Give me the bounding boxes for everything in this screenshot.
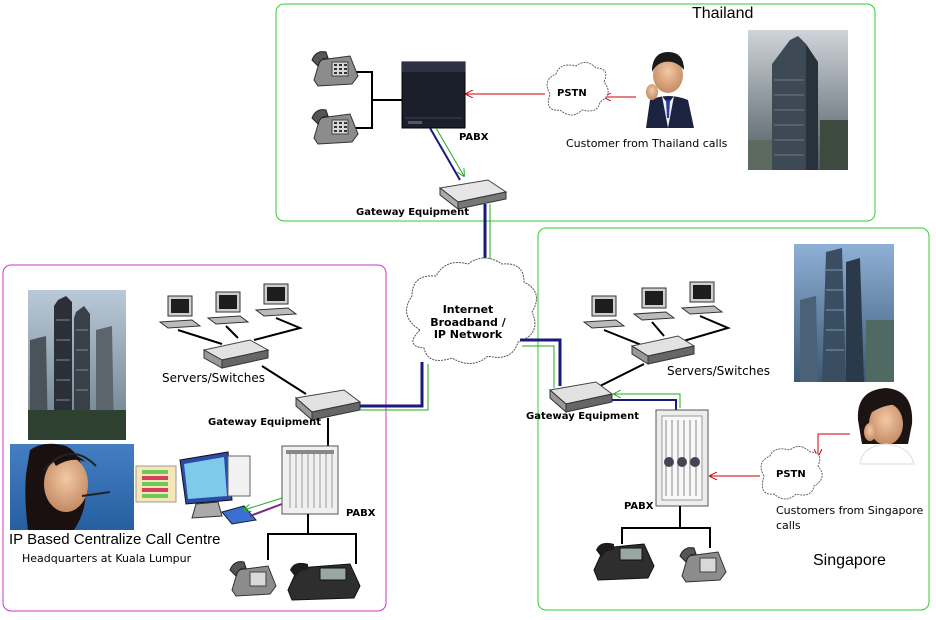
kl-gateway-label: Gateway Equipment <box>208 417 321 428</box>
internet-cloud-icon <box>406 257 537 364</box>
desk-phone-icon <box>679 547 727 583</box>
sg-switch-to-gateway-link <box>595 363 645 389</box>
kl-building-photo <box>28 290 126 440</box>
kl-pabx-label: PABX <box>346 508 376 519</box>
th-gateway-device-icon <box>438 179 508 211</box>
hq-subtitle: Headquarters at Kuala Lumpur <box>22 552 192 565</box>
sg-customer-caption-line2: calls <box>776 519 801 532</box>
th-pabx-to-gateway-link <box>429 127 461 181</box>
kl-pc-icon <box>254 283 298 317</box>
kl-gateway-to-cloud-link <box>360 362 424 408</box>
kl-pc-icon <box>206 291 250 325</box>
sg-customer-photo <box>850 386 924 465</box>
desk-phone-icon <box>229 561 277 597</box>
th-pstn-cloud-icon <box>546 62 609 116</box>
desk-phone-icon <box>311 109 359 145</box>
kl-servers-label: Servers/Switches <box>162 371 265 385</box>
kl-pabx-icon <box>281 445 339 515</box>
th-customer-photo <box>636 52 700 128</box>
kl-gateway-device-icon <box>294 389 362 422</box>
agent-workstation-icon <box>135 451 257 525</box>
cloud-to-sg-gateway-link <box>520 338 562 386</box>
kl-lan-wiring <box>177 317 304 345</box>
ip-phone-icon <box>593 542 655 581</box>
kl-switch-device-icon <box>202 339 270 369</box>
sg-switch-device-icon <box>630 335 696 365</box>
kl-phone-wiring <box>267 514 357 564</box>
th-pstn-label: PSTN <box>557 88 587 99</box>
th-customer-caption: Customer from Thailand calls <box>566 137 728 150</box>
sg-gateway-label: Gateway Equipment <box>526 411 639 422</box>
th-pabx-icon <box>401 61 466 129</box>
sg-pabx-to-gateway-link <box>614 394 681 408</box>
sg-pabx-icon <box>655 409 709 507</box>
singapore-region-border <box>537 227 930 611</box>
thailand-region-title: Thailand <box>692 5 754 22</box>
th-gateway-label: Gateway Equipment <box>356 207 469 218</box>
th-phone-wiring <box>355 71 402 129</box>
singapore-region-title: Singapore <box>813 552 886 569</box>
sg-customer-caption-line1: Customers from Singapore <box>776 504 924 517</box>
sg-pstn-label: PSTN <box>776 469 806 480</box>
sg-phone-wiring <box>621 506 711 548</box>
sg-pc-icon <box>632 287 676 321</box>
th-building-photo <box>748 30 848 170</box>
ip-phone-icon <box>287 562 361 601</box>
sg-customer-to-pstn-line <box>818 433 858 456</box>
sg-pc-icon <box>680 281 724 315</box>
sg-pstn-cloud-icon <box>760 446 823 500</box>
kl-pc-icon <box>158 295 202 329</box>
desk-phone-icon <box>311 51 359 87</box>
sg-gateway-device-icon <box>548 381 614 414</box>
sg-servers-label: Servers/Switches <box>667 364 770 378</box>
thailand-region-border <box>275 3 876 222</box>
sg-lan-wiring <box>603 315 731 347</box>
cloud-label: Internet Broadband / IP Network <box>430 303 506 342</box>
hq-title: IP Based Centralize Call Centre <box>9 531 221 548</box>
sg-building-photo <box>794 244 894 382</box>
th-pabx-label: PABX <box>459 132 489 143</box>
kl-pabx-to-agent-link <box>244 497 283 510</box>
sg-pc-icon <box>582 295 626 329</box>
sg-pabx-label: PABX <box>624 501 654 512</box>
kl-switch-to-gateway-link <box>261 365 307 395</box>
malaysia-region-border <box>2 264 387 612</box>
call-centre-agent-photo <box>10 443 134 530</box>
